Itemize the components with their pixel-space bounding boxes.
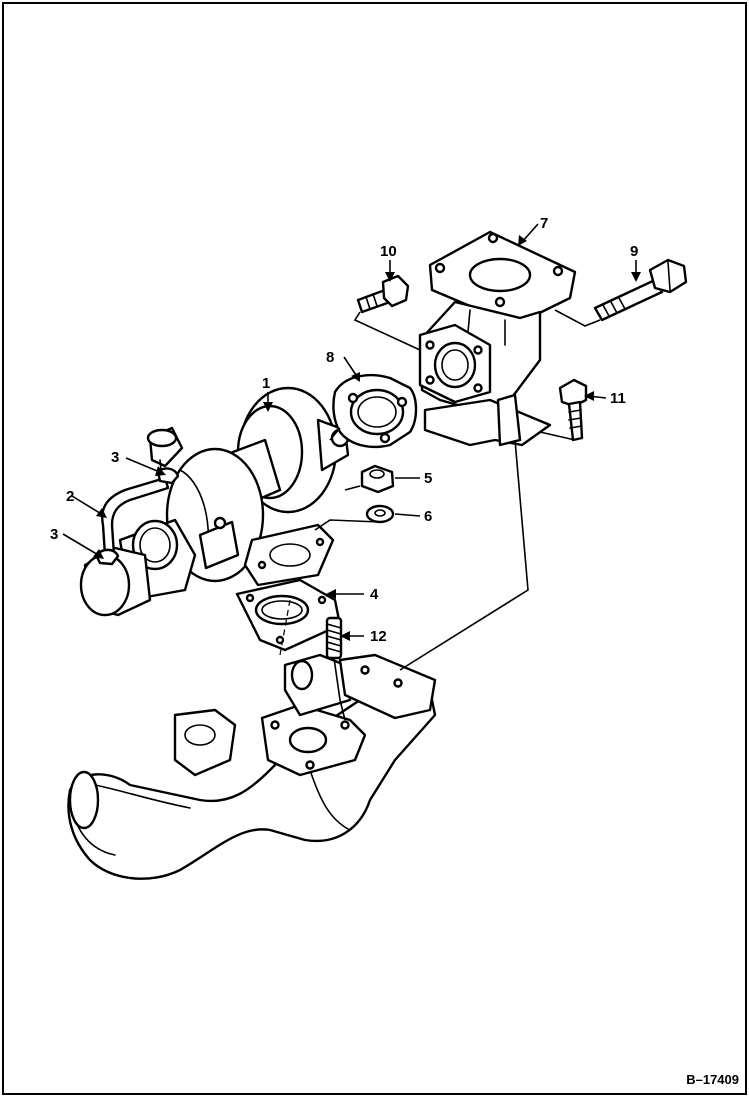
nut-part-5	[360, 464, 395, 494]
figure-id-label: B–17409	[686, 1072, 739, 1087]
bolt-part-11	[558, 378, 588, 442]
callout-5: 5	[424, 470, 432, 487]
callout-8: 8	[326, 349, 334, 366]
exhaust-manifold	[67, 653, 437, 880]
callout-1: 1	[262, 375, 270, 392]
assembly-lines	[279, 309, 601, 721]
callout-3-lower: 3	[50, 526, 58, 543]
turbocharger-part-1	[79, 386, 350, 617]
callout-12: 12	[370, 628, 387, 645]
bolt-part-10	[356, 274, 410, 314]
callout-7: 7	[540, 215, 548, 232]
bolt-part-9	[593, 258, 688, 322]
washer-part-6	[365, 504, 395, 524]
callout-10: 10	[380, 243, 397, 260]
callout-6: 6	[424, 508, 432, 525]
callout-11: 11	[610, 390, 626, 407]
callout-4: 4	[370, 586, 379, 603]
gasket-part-4	[235, 578, 342, 652]
callout-arrowheads	[93, 235, 641, 641]
callout-2: 2	[66, 488, 74, 505]
stud-part-12	[325, 616, 343, 660]
callout-9: 9	[630, 243, 638, 260]
gasket-part-8	[332, 373, 418, 449]
callout-3-upper: 3	[111, 449, 119, 466]
exhaust-elbow-part-7	[418, 230, 577, 447]
